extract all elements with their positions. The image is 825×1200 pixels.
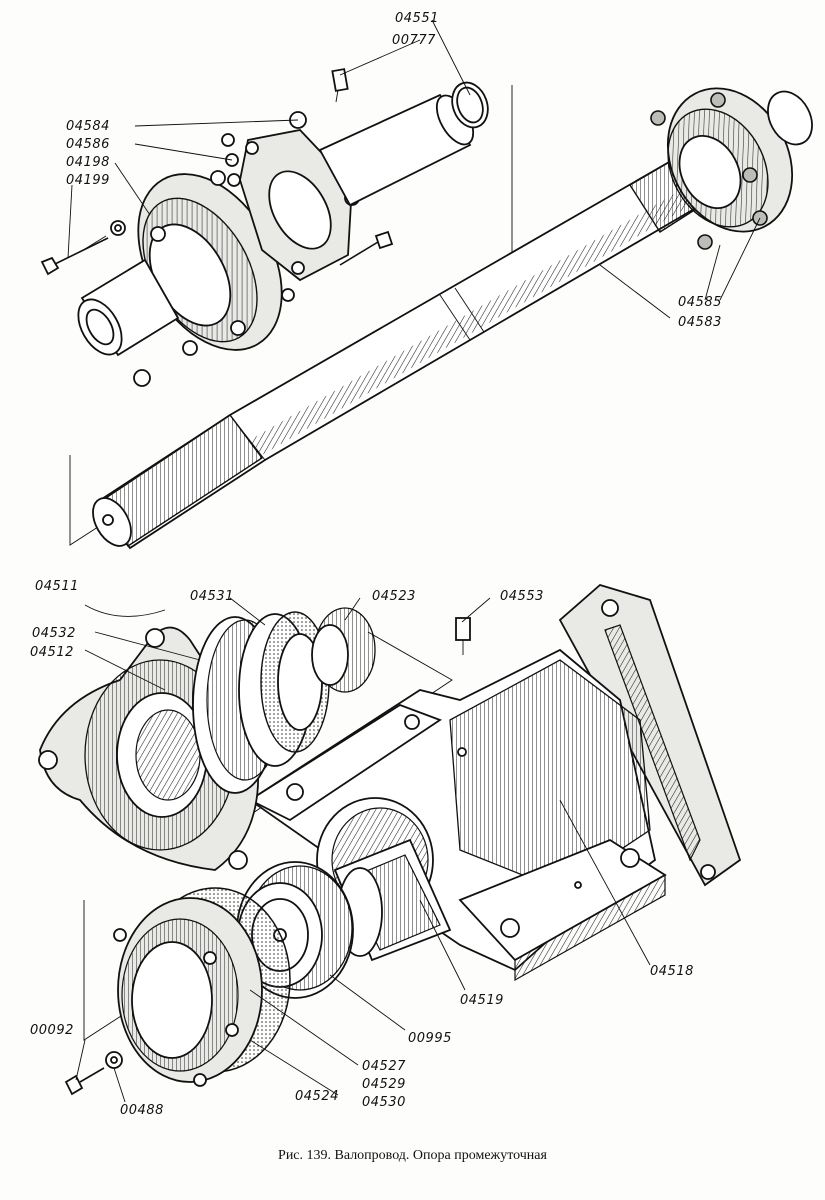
mount-plate: [558, 583, 742, 887]
label-04583: 04583: [678, 315, 722, 330]
label-04511: 04511: [35, 579, 79, 594]
label-04529: 04529: [362, 1077, 406, 1092]
nut-lower: [133, 369, 151, 387]
sleeve: [311, 607, 376, 693]
right-flange-coupling: [650, 87, 813, 250]
leader-lines: [67, 19, 761, 1103]
grease-nipple-upper: [331, 68, 349, 103]
cover-bolt: [64, 1051, 123, 1096]
grease-nipple-lower: [455, 617, 471, 655]
figure-caption: Рис. 139. Валопровод. Опора промежуточна…: [278, 1148, 547, 1163]
label-04519: 04519: [460, 993, 504, 1008]
label-00092: 00092: [30, 1023, 74, 1038]
support-housing: [248, 648, 667, 982]
label-04198: 04198: [66, 155, 110, 170]
part-labels: 04551 00777 04584 04586 04198 04199 0458…: [30, 11, 722, 1118]
bolt-04199: [40, 235, 109, 276]
label-00488: 00488: [120, 1103, 164, 1118]
label-04586: 04586: [66, 137, 110, 152]
label-04532: 04532: [32, 626, 76, 641]
label-04523: 04523: [372, 589, 416, 604]
label-00995: 00995: [408, 1031, 452, 1046]
label-04512: 04512: [30, 645, 74, 660]
label-04584: 04584: [66, 119, 110, 134]
upper-assembly: [40, 68, 813, 550]
label-04530: 04530: [362, 1095, 406, 1110]
label-04524: 04524: [295, 1089, 339, 1104]
main-shaft: [92, 148, 720, 550]
left-flange-housing: [77, 170, 283, 357]
label-04531: 04531: [190, 589, 234, 604]
label-00777: 00777: [392, 33, 436, 48]
label-04551: 04551: [395, 11, 439, 26]
lower-assembly: [38, 583, 742, 1096]
end-cover: [113, 887, 291, 1087]
label-04518: 04518: [650, 964, 694, 979]
inner-shaft: [333, 838, 452, 962]
label-04585: 04585: [678, 295, 722, 310]
label-04199: 04199: [66, 173, 110, 188]
label-04527: 04527: [362, 1059, 406, 1074]
label-04553: 04553: [500, 589, 544, 604]
bolt-right: [339, 230, 394, 266]
